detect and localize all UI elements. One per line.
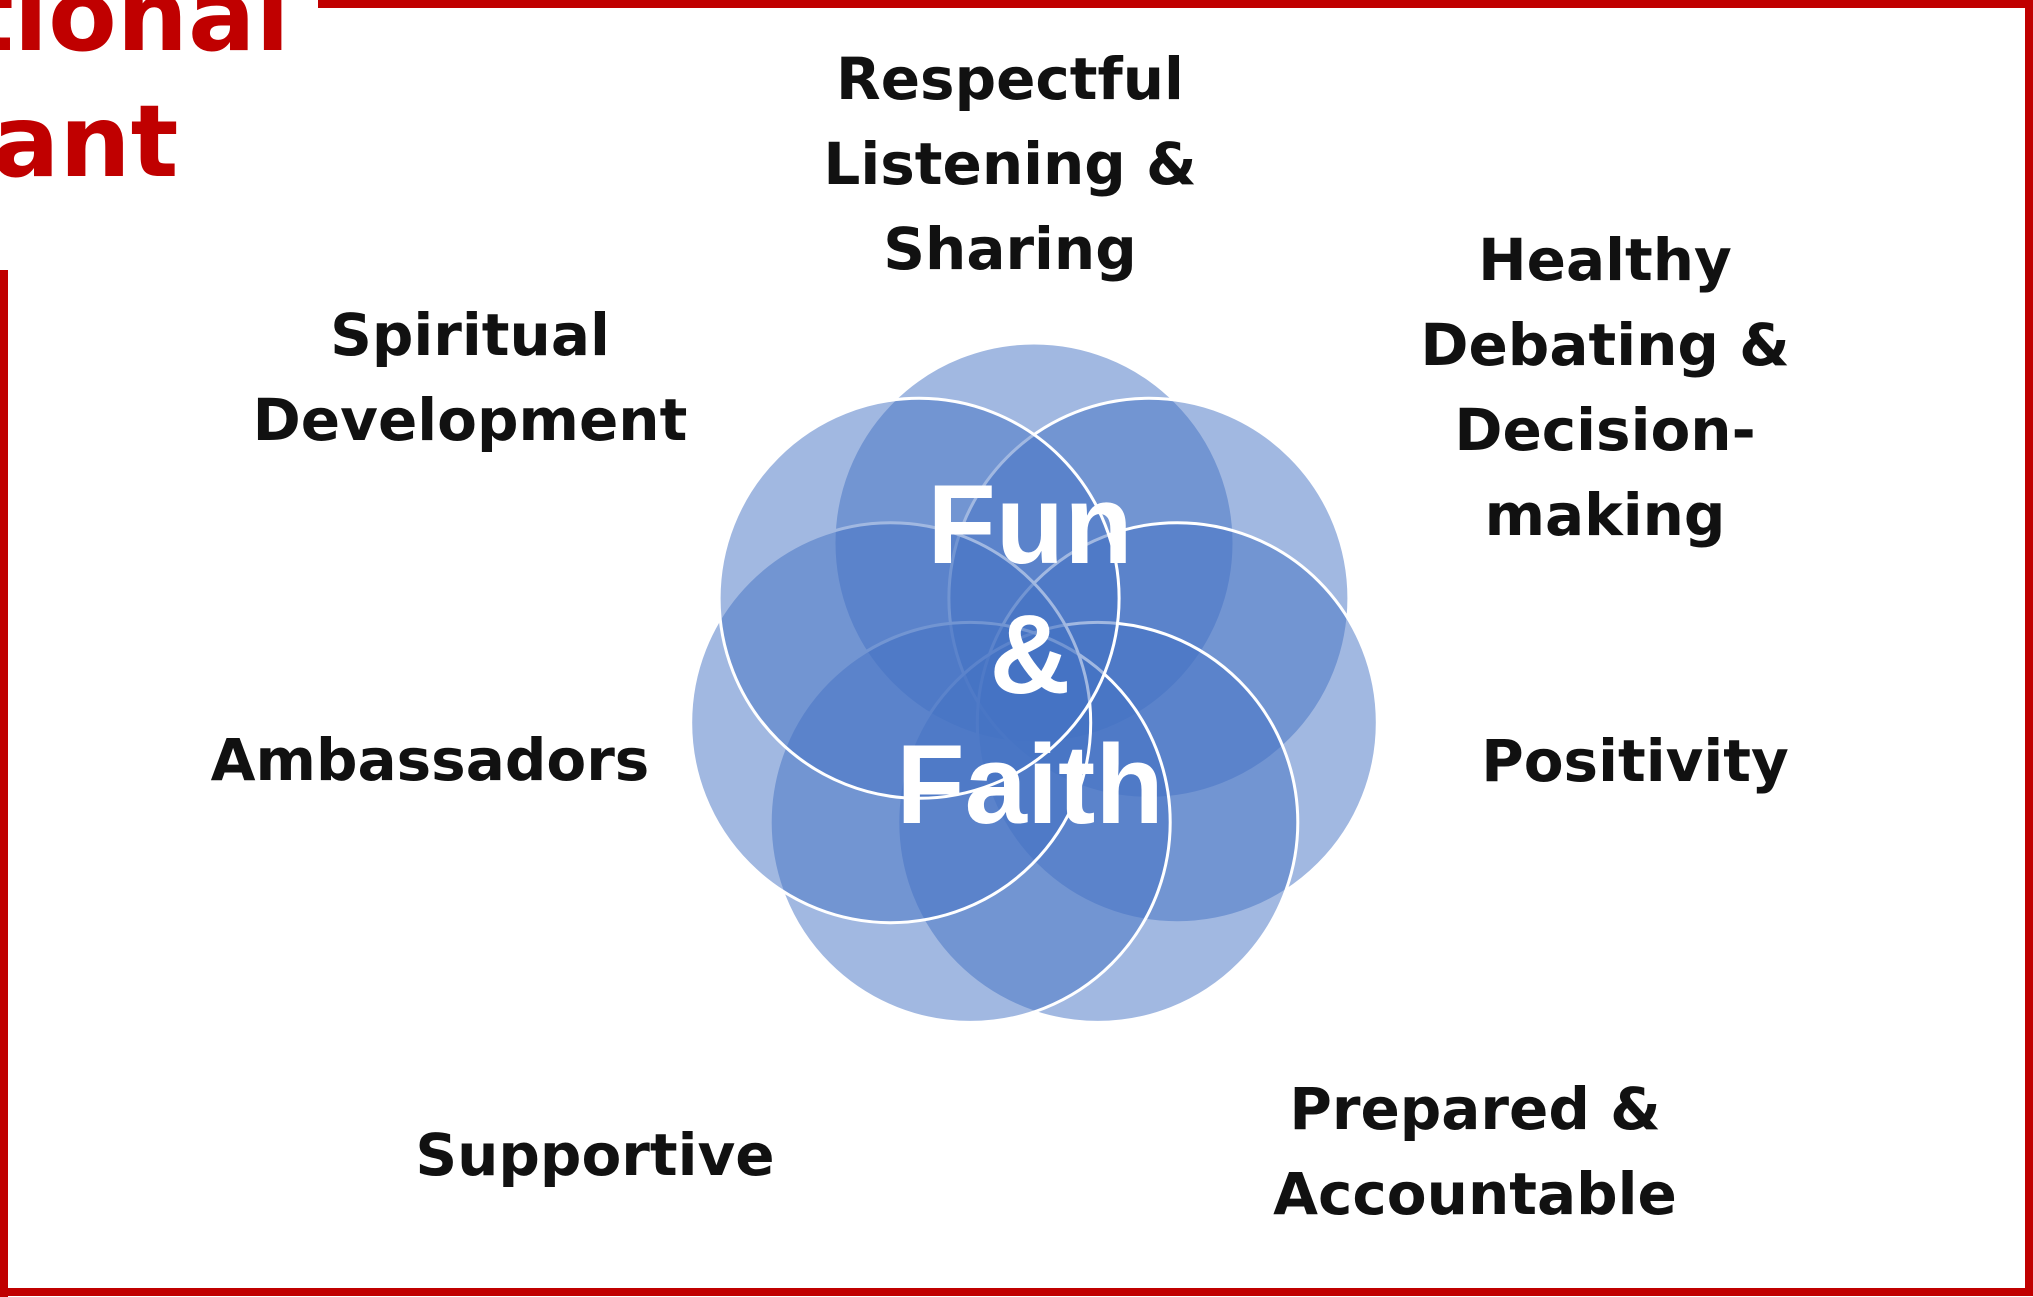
label-healthy-debating: Healthy Debating & Decision- making xyxy=(1420,226,1790,549)
petal-diagram xyxy=(689,341,1379,1024)
slide-title-line-2: ant xyxy=(0,83,179,200)
label-prepared-accountable: Prepared & Accountable xyxy=(1273,1075,1677,1228)
title-backdrop xyxy=(0,0,318,270)
label-ambassadors: Ambassadors xyxy=(210,726,650,794)
petal-spiritual xyxy=(717,396,1121,800)
center-text-ampersand: & xyxy=(989,592,1071,717)
center-text: Fun & Faith xyxy=(860,460,1200,850)
slide-title-line-1: tional xyxy=(0,0,290,74)
center-text-fun: Fun xyxy=(927,462,1133,587)
label-respectful-listening: Respectful Listening & Sharing xyxy=(823,45,1197,283)
label-spiritual-development: Spiritual Development xyxy=(252,301,688,454)
label-supportive: Supportive xyxy=(415,1121,775,1189)
label-positivity: Positivity xyxy=(1481,727,1789,795)
center-text-faith: Faith xyxy=(896,722,1164,847)
